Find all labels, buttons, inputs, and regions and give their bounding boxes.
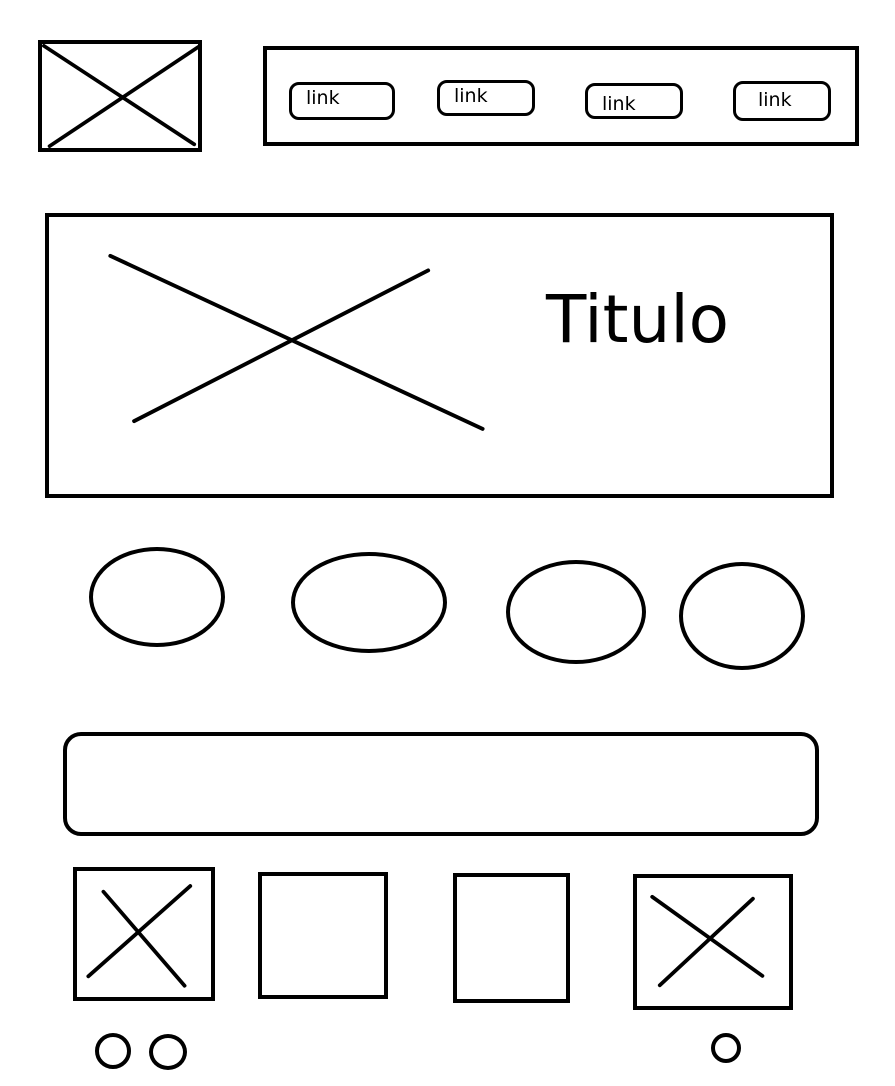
logo-placeholder xyxy=(38,40,202,152)
image-placeholder-icon xyxy=(86,884,193,988)
nav-link-3[interactable]: link xyxy=(585,83,683,119)
card-2[interactable] xyxy=(258,872,388,999)
dot-2[interactable] xyxy=(149,1034,187,1070)
hero-banner: Titulo xyxy=(45,213,834,498)
image-placeholder-icon xyxy=(42,44,202,149)
card-3[interactable] xyxy=(453,873,570,1003)
circle-item-4[interactable] xyxy=(679,562,805,670)
circle-item-1[interactable] xyxy=(89,547,225,647)
dot-3[interactable] xyxy=(711,1033,741,1063)
image-placeholder-icon xyxy=(650,894,765,988)
image-placeholder-icon xyxy=(108,253,485,431)
circle-item-3[interactable] xyxy=(506,560,646,664)
nav-link-1[interactable]: link xyxy=(289,82,395,120)
card-4[interactable] xyxy=(633,874,793,1010)
nav-bar: link link link link xyxy=(263,46,859,146)
dot-1[interactable] xyxy=(95,1033,131,1069)
hero-title: Titulo xyxy=(546,281,730,358)
nav-link-2[interactable]: link xyxy=(437,80,535,116)
card-1[interactable] xyxy=(73,867,215,1001)
content-bar xyxy=(63,732,819,836)
nav-link-4[interactable]: link xyxy=(733,81,831,121)
circle-item-2[interactable] xyxy=(291,552,447,653)
